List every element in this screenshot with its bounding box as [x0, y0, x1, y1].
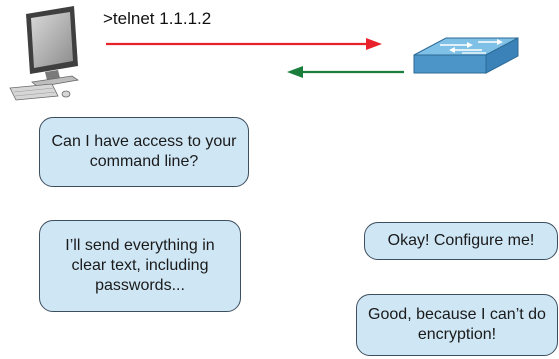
network-switch-icon [413, 37, 519, 74]
telnet-command-label: >telnet 1.1.1.2 [103, 9, 212, 28]
speech-bubble-access-request: Can I have access to your command line? [39, 117, 249, 187]
desktop-computer-icon [9, 6, 80, 101]
response-arrow [287, 66, 404, 78]
speech-bubble-clear-text-warning: I’ll send everything in clear text, incl… [39, 220, 241, 312]
request-arrow [106, 38, 382, 50]
speech-bubble-configure-reply: Okay! Configure me! [364, 222, 558, 260]
speech-bubble-no-encryption: Good, because I can’t do encryption! [356, 294, 558, 356]
